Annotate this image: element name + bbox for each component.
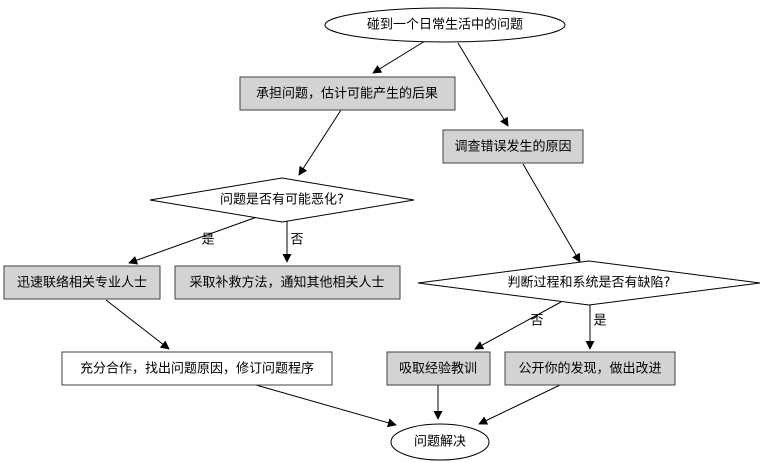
node-solved: 问题解决 [390,423,490,461]
defect-label: 判断过程和系统是否有缺陷? [508,276,671,291]
node-lesson: 吸取经验教训 [386,351,491,386]
solved-ellipse [390,423,490,461]
solved-label: 问题解决 [414,435,466,450]
start-ellipse [324,7,566,43]
investigate-label: 调查错误发生的原因 [454,139,571,155]
node-remedy: 采取补救方法，通知其他相关人士 [174,265,401,300]
node-worsen: 问题是否有可能恶化? [149,177,415,223]
edge-label-worsen-no: 否 [290,233,303,248]
node-contact: 迅速联络相关专业人士 [3,265,161,300]
contact-label: 迅速联络相关专业人士 [17,275,147,291]
cooperate-box [61,351,333,386]
edge-cooperate-to-solved [255,384,397,428]
edge-assess-to-worsen [298,109,342,176]
node-cooperate: 充分合作，找出问题原因，修订问题程序 [61,351,333,386]
lesson-box [386,351,491,386]
cooperate-label: 充分合作，找出问题原因，修订问题程序 [80,361,314,377]
worsen-diamond [149,177,415,223]
edge-start-to-assess [372,40,426,74]
publish-label: 公开你的发现，做出改进 [518,361,661,377]
node-start: 碰到一个日常生活中的问题 [324,7,566,43]
start-label: 碰到一个日常生活中的问题 [367,17,523,33]
edges-layer: 是 否 否 是 [105,40,607,428]
contact-box [3,265,161,300]
edge-worsen-to-contact [128,216,258,265]
edge-label-worsen-yes: 是 [201,233,214,248]
remedy-label: 采取补救方法，通知其他相关人士 [189,275,384,291]
edge-defect-to-lesson [474,301,562,350]
node-defect: 判断过程和系统是否有缺陷? [417,260,761,306]
edge-investigate-to-defect [522,163,581,263]
assess-label: 承担问题，估计可能产生的后果 [256,86,438,102]
edge-publish-to-solved [478,384,561,425]
edge-contact-to-cooperate [105,299,170,350]
node-publish: 公开你的发现，做出改进 [504,351,676,386]
remedy-box [174,265,401,300]
edge-label-defect-yes: 是 [593,314,606,329]
assess-box [239,76,456,111]
node-assess: 承担问题，估计可能产生的后果 [239,76,456,111]
publish-box [504,351,676,386]
investigate-box [442,129,584,164]
edge-label-defect-no: 否 [530,314,543,329]
node-investigate: 调查错误发生的原因 [442,129,584,164]
lesson-label: 吸取经验教训 [399,361,477,377]
worsen-label: 问题是否有可能恶化? [220,193,344,208]
defect-diamond [417,260,761,306]
edge-start-to-investigate [457,42,509,127]
